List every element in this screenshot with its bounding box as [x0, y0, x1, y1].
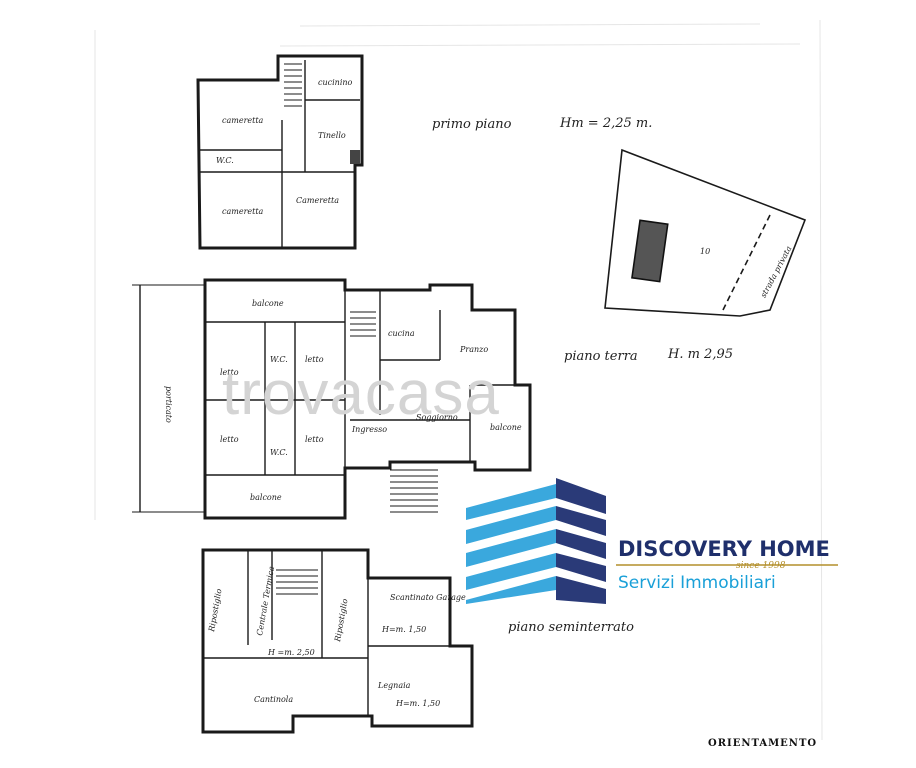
room-label: W.C.: [270, 355, 288, 364]
plan-primo-piano: [196, 54, 364, 250]
floor-label-terra: piano terra: [564, 349, 638, 364]
room-label: letto: [220, 368, 239, 377]
floor-label-primo: primo piano: [432, 117, 512, 132]
logo-since: since 1998: [736, 561, 786, 571]
room-label: cameretta: [222, 207, 264, 216]
room-label: W.C.: [216, 156, 234, 165]
room-label: balcone: [252, 299, 284, 308]
room-label: Scantinato Garage: [390, 593, 466, 602]
room-label: balcone: [490, 423, 522, 432]
room-label: Cantinola: [254, 695, 293, 704]
room-label: W.C.: [270, 448, 288, 457]
room-label: letto: [305, 355, 324, 364]
plan-piano-terra: [132, 278, 532, 520]
room-label: Pranzo: [459, 345, 488, 354]
room-label: Centrale Termica: [255, 565, 276, 636]
room-label: cucina: [388, 329, 415, 338]
room-label: Ingresso: [351, 425, 387, 434]
watermark: trovacasa: [222, 359, 500, 428]
room-label: porticato: [164, 386, 173, 423]
room-label: Ripostiglio: [207, 588, 224, 634]
room-height: H=m. 1,50: [395, 699, 440, 708]
room-label: cameretta: [222, 116, 264, 125]
parcel-number: 10: [700, 247, 710, 256]
plan-piano-seminterrato: [201, 548, 474, 734]
room-label: Soggiorno: [416, 413, 458, 422]
orientation-label: ORIENTAMENTO: [708, 738, 817, 749]
room-height: H =m. 2,50: [267, 648, 315, 657]
room-label: Legnaia: [377, 681, 411, 690]
building-stripes-icon: [466, 478, 606, 604]
scan-texture: [94, 19, 823, 741]
logo-name: DISCOVERY HOME: [618, 537, 830, 561]
site-plan: [604, 148, 807, 317]
discovery-home-logo: DISCOVERY HOME since 1998 Servizi Immobi…: [466, 478, 838, 604]
room-height: H=m. 1,50: [381, 625, 426, 634]
room-label: Cameretta: [296, 196, 339, 205]
road-label: strada privata: [759, 244, 794, 299]
logo-tagline: Servizi Immobiliari: [618, 573, 776, 593]
room-label: Tinello: [318, 131, 346, 140]
floor-height-primo: Hm = 2,25 m.: [559, 116, 652, 131]
room-label: balcone: [250, 493, 282, 502]
room-label: cucinino: [318, 78, 353, 87]
room-label: Ripostiglio: [333, 598, 350, 644]
floor-label-seminterrato: piano seminterrato: [508, 620, 634, 635]
room-label: letto: [220, 435, 239, 444]
room-label: letto: [305, 435, 324, 444]
floor-height-terra: H. m 2,95: [667, 347, 733, 362]
